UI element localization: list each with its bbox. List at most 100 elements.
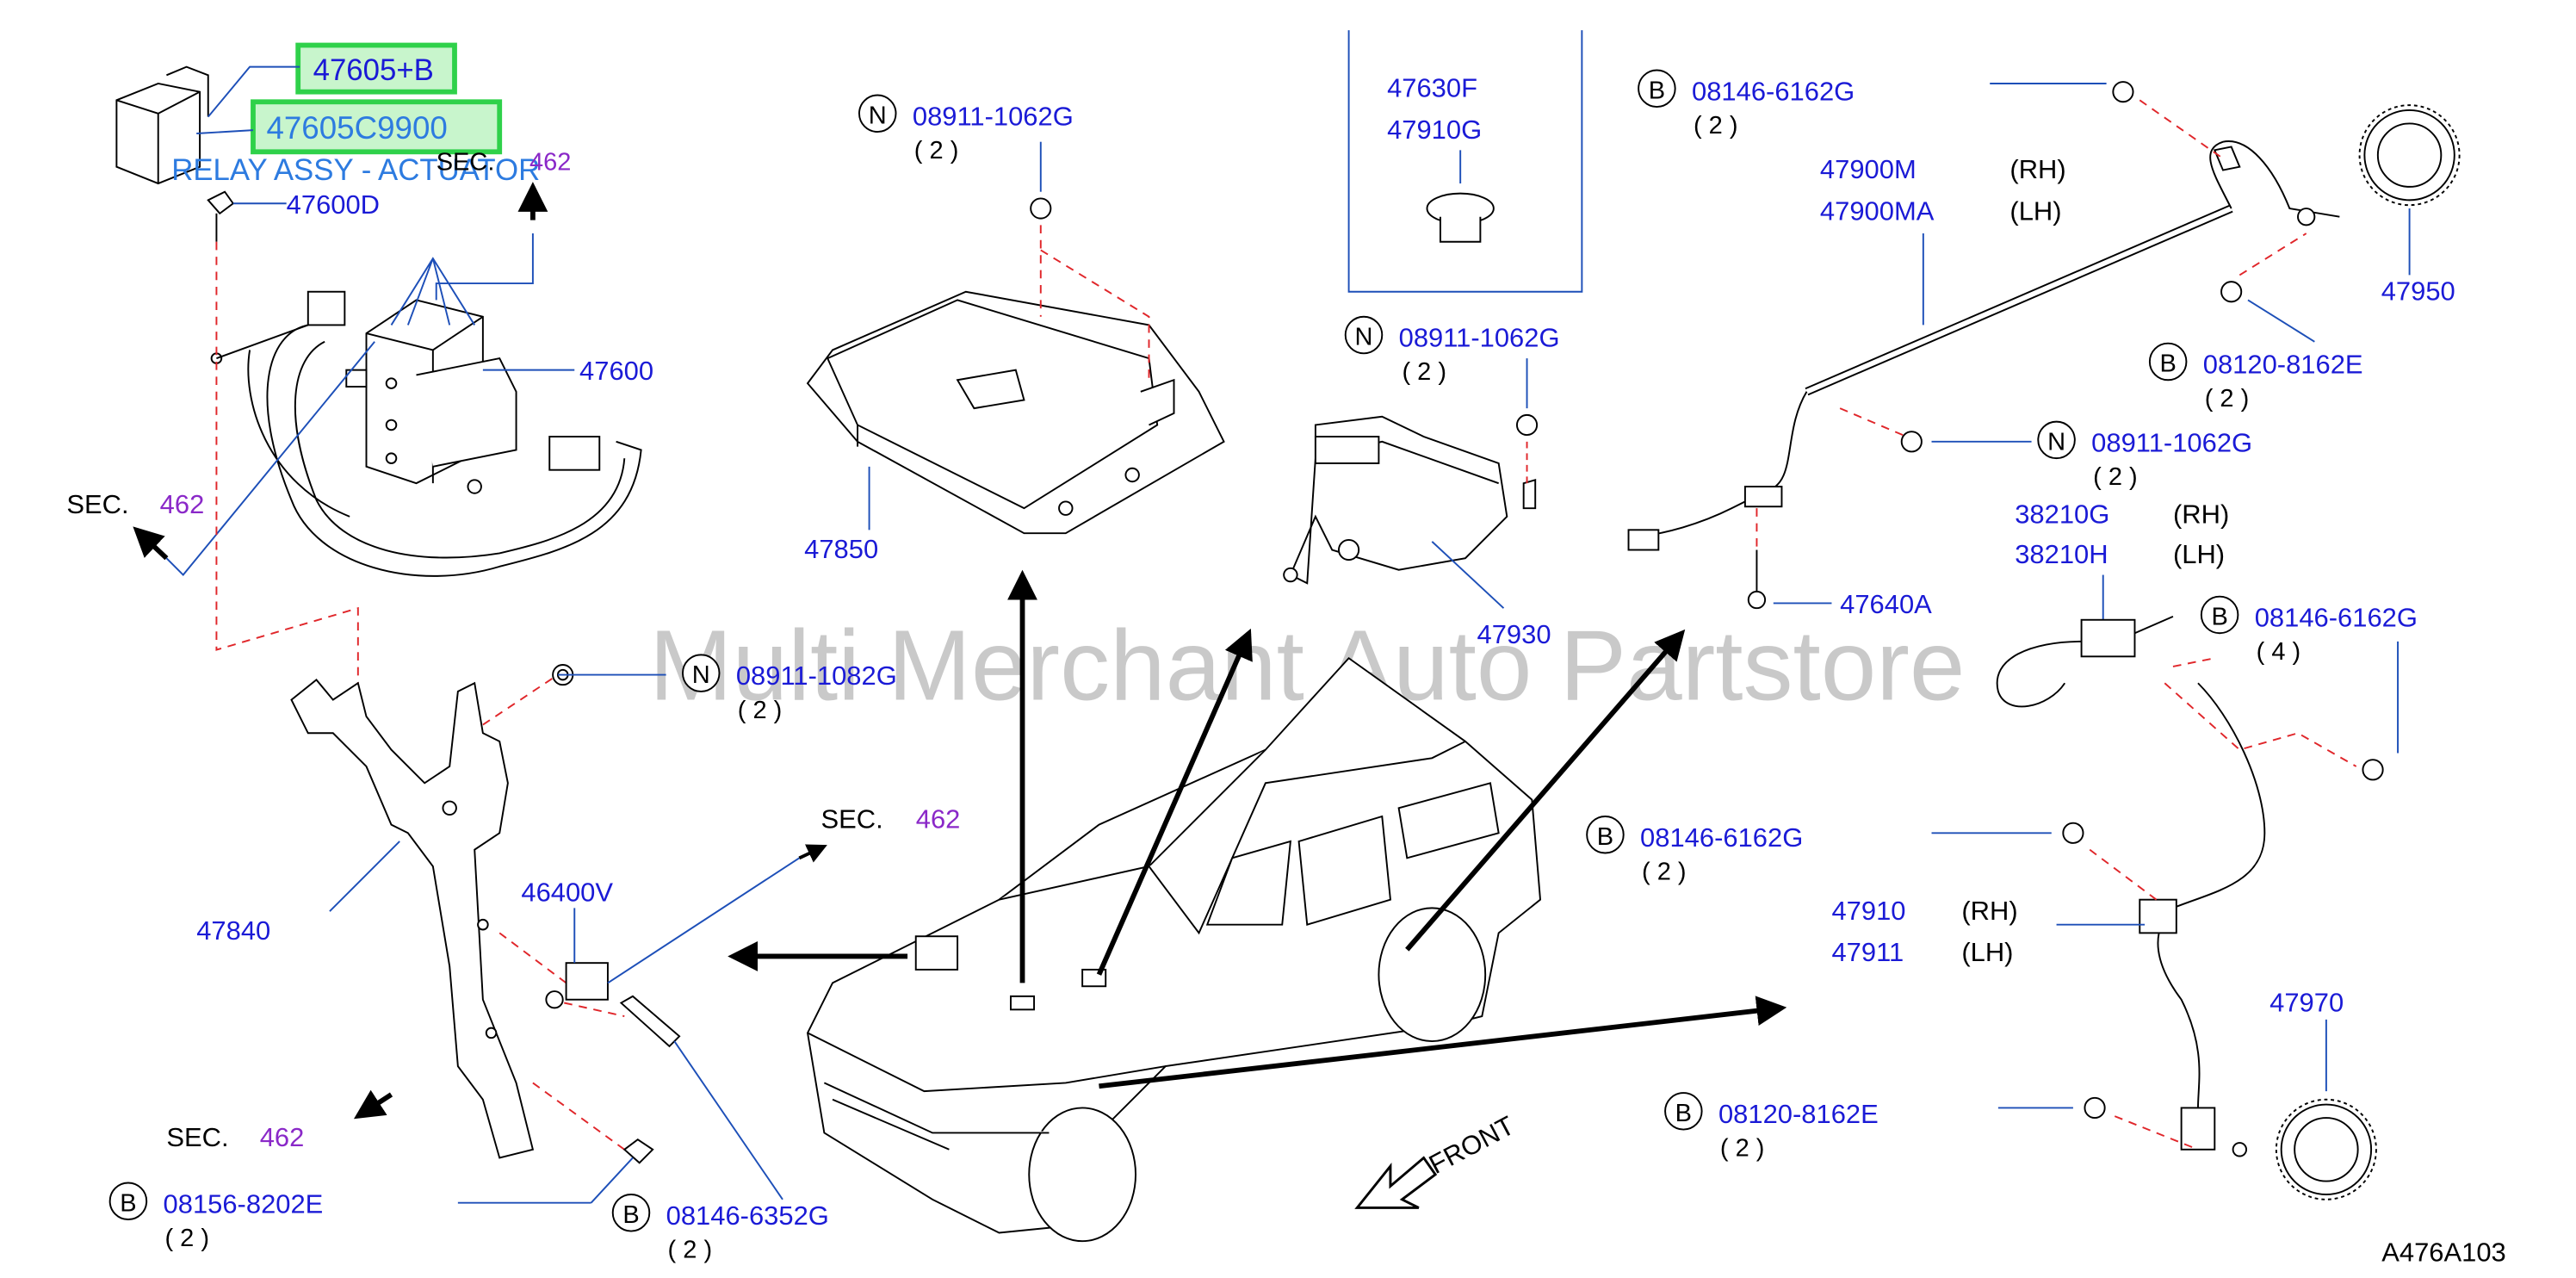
sec-number[interactable]: 462 [916,804,961,834]
fastener-callout[interactable]: B 08146-6162G ( 2 ) [1586,816,1803,885]
fastener-qty: ( 2 ) [1642,858,1687,885]
callout-47910g[interactable]: 47910G [1387,115,1482,145]
fastener-qty: ( 2 ) [2093,463,2138,491]
fastener-number[interactable]: 08146-6162G [1640,822,1803,853]
fastener-number[interactable]: 08156-8202E [164,1188,324,1219]
fastener-callout[interactable]: B 08146-6162G ( 4 ) [2200,595,2418,666]
sensor-47930-illustration [1283,413,1539,585]
relay-leaders [165,65,575,576]
callout-rh: (RH) [2009,154,2065,184]
fastener-number[interactable]: 08146-6162G [1692,76,1855,106]
sec-number[interactable]: 462 [529,149,571,177]
callout-47930[interactable]: 47930 [1477,619,1551,649]
fastener-callout[interactable]: B 08120-8162E ( 2 ) [1664,1092,1879,1163]
fastener-qty: ( 2 ) [1694,112,1738,140]
fastener-number[interactable]: 08911-1062G [913,101,1074,131]
vehicle-illustration [807,656,1542,1243]
part-number-47605c9900[interactable]: 47605C9900 [266,110,447,146]
relay-actuator-illustration [115,65,642,577]
fastener-number[interactable]: 08911-1062G [2091,427,2252,457]
sec-number[interactable]: 462 [260,1122,305,1152]
fastener-qty: ( 2 ) [668,1237,713,1264]
fastener-qty: ( 2 ) [1720,1135,1765,1163]
rear-sensor-dashes [2089,657,2357,1151]
fastener-prefix: B [2211,604,2227,631]
callout-47950[interactable]: 47950 [2381,276,2455,306]
callout-47640a[interactable]: 47640A [1840,589,1932,619]
callout-38210h[interactable]: 38210H [2015,539,2108,569]
fastener-callout[interactable]: B 08146-6162G ( 2 ) [1638,69,1855,140]
fastener-qty: ( 2 ) [914,137,959,164]
callout-lh: (LH) [2173,539,2225,569]
tone-ring-front [2358,104,2461,207]
highlight-47605-b[interactable]: 47605+B [295,42,457,95]
callout-47630f[interactable]: 47630F [1387,72,1477,102]
fastener-callout[interactable]: B 08146-6352G ( 2 ) [611,1194,829,1264]
callout-47900ma[interactable]: 47900MA [1820,196,1935,226]
relay-assy-caption: RELAY ASSY - ACTUATOR [171,153,540,187]
control-unit-dashes [1039,225,1150,384]
vehicle-arrows [728,569,1787,1089]
fastener-qty: ( 4 ) [2257,638,2301,666]
rear-sensor-illustration [1996,616,2384,1157]
fastener-prefix: N [1355,324,1373,351]
bracket-illustration [290,664,681,1164]
front-direction-arrow [1354,1156,1438,1209]
fastener-callout[interactable]: N 08911-1062G ( 2 ) [858,94,1074,164]
fastener-qty: ( 2 ) [164,1225,209,1252]
fastener-prefix: B [120,1189,136,1217]
fastener-number[interactable]: 08120-8162E [1718,1099,1879,1129]
callout-38210g[interactable]: 38210G [2015,499,2109,530]
tone-ring-rear [2275,1098,2377,1200]
plug-box [1347,30,1583,293]
callout-47600[interactable]: 47600 [579,356,653,386]
callout-47840[interactable]: 47840 [196,915,270,946]
sec-number[interactable]: 462 [160,489,205,519]
fastener-prefix: N [2047,428,2065,456]
fastener-callout[interactable]: N 08911-1062G ( 2 ) [1344,315,1560,386]
sec-label: SEC. [820,804,882,834]
fastener-prefix: N [869,102,887,129]
diagram-code: A476A103 [2381,1237,2506,1267]
fastener-prefix: N [692,661,710,689]
callout-rh: (RH) [1961,896,2017,926]
callout-rh: (RH) [2173,499,2229,530]
fastener-prefix: B [1597,823,1613,851]
watermark-text: Multi Merchant Auto Partstore [649,610,1965,722]
callout-47600d[interactable]: 47600D [287,189,380,220]
callout-lh: (LH) [1961,937,2013,967]
fastener-number[interactable]: 08911-1082G [736,661,897,691]
fastener-number[interactable]: 08146-6352G [666,1200,829,1231]
fastener-qty: ( 2 ) [2205,385,2250,413]
highlight-47605c9900[interactable]: 47605C9900 [251,99,503,155]
fastener-qty: ( 2 ) [1402,358,1446,386]
fastener-number[interactable]: 08120-8162E [2203,350,2363,380]
fastener-prefix: B [1649,77,1665,104]
fastener-number[interactable]: 08911-1062G [1399,323,1560,353]
part-number-47605-b[interactable]: 47605+B [313,53,434,87]
sec-label: SEC. [66,489,128,519]
fastener-number[interactable]: 08146-6162G [2255,602,2418,632]
fastener-prefix: B [1675,1100,1692,1127]
sec-label: SEC. [437,149,495,177]
fastener-prefix: B [2159,351,2176,378]
callout-47900m[interactable]: 47900M [1820,154,1917,184]
sec-label: SEC. [166,1122,228,1152]
callout-lh: (LH) [2009,196,2061,226]
callout-47850[interactable]: 47850 [804,534,878,564]
fastener-qty: ( 2 ) [738,697,783,724]
callout-47970[interactable]: 47970 [2269,987,2344,1017]
plug-illustration [1426,192,1495,243]
fastener-prefix: B [622,1201,639,1229]
fastener-callout[interactable]: N 08911-1082G ( 2 ) [682,654,897,724]
assembly-dash-lines [215,241,625,1151]
callout-46400v[interactable]: 46400V [521,878,613,908]
front-sensor-dashes [1756,99,2307,550]
fastener-callout[interactable]: B 08120-8162E ( 2 ) [2148,342,2363,413]
fastener-callout[interactable]: B 08156-8202E ( 2 ) [108,1182,324,1252]
control-unit-illustration [806,197,1225,535]
fastener-callout[interactable]: N 08911-1062G ( 2 ) [2037,420,2252,491]
callout-47910[interactable]: 47910 [1831,896,1905,926]
callout-47911[interactable]: 47911 [1831,937,1904,967]
